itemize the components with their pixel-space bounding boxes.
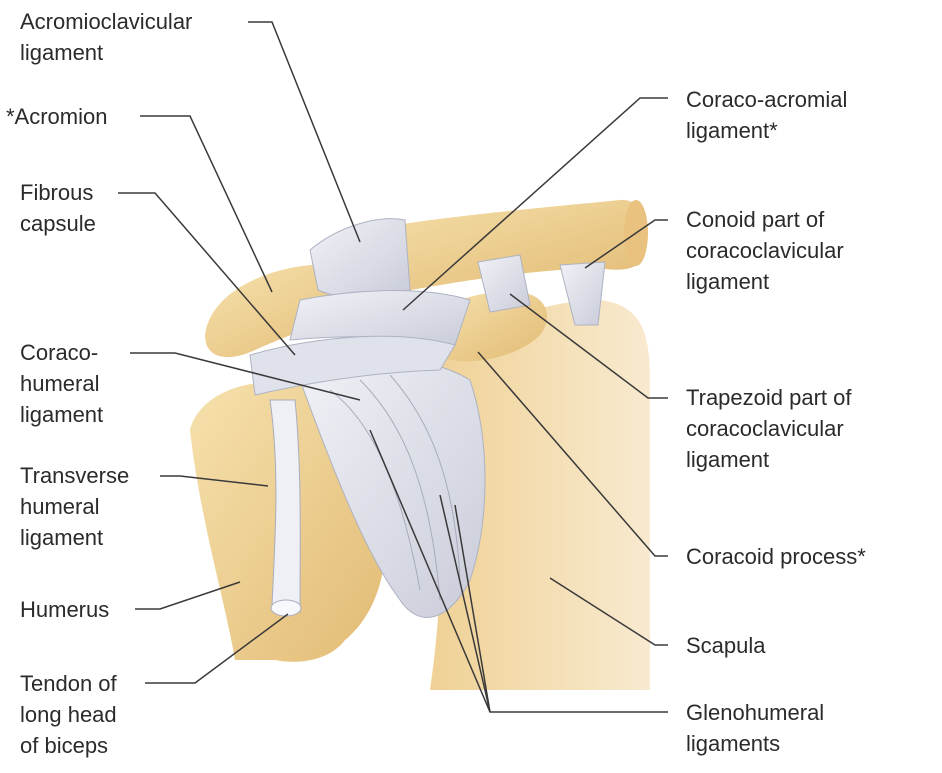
label-coracoacromial-ligament: Coraco-acromial ligament* [686,87,848,143]
coracohumeral-ligament [249,335,456,396]
label-humerus: Humerus [20,597,110,622]
label-acromion: *Acromion [6,104,108,129]
label-acromioclavicular-ligament: Acromioclavicular ligament [20,9,193,65]
label-trapezoid-part: Trapezoid part of coracoclavicular ligam… [686,385,852,472]
label-transverse-humeral-ligament: Transverse humeral ligament [20,463,130,550]
label-scapula: Scapula [686,633,766,658]
conoid-ligament [559,261,606,326]
label-coracohumeral-ligament: Coraco- humeral ligament [20,340,104,427]
trapezoid-ligament [477,254,531,313]
label-coracoid-process: Coracoid process* [686,544,866,569]
acromioclavicular-ligament [309,218,411,298]
coracoacromial-ligament [289,290,471,346]
label-fibrous-capsule: Fibrous capsule [20,180,96,236]
biceps-tendon [269,399,301,613]
label-conoid-part: Conoid part of coracoclavicular ligament [686,207,844,294]
scapula-bone [420,300,650,690]
leader-lines [118,21,668,713]
label-glenohumeral-ligaments: Glenohumeral ligaments [686,700,825,756]
label-biceps-tendon: Tendon of long head of biceps [20,671,117,758]
